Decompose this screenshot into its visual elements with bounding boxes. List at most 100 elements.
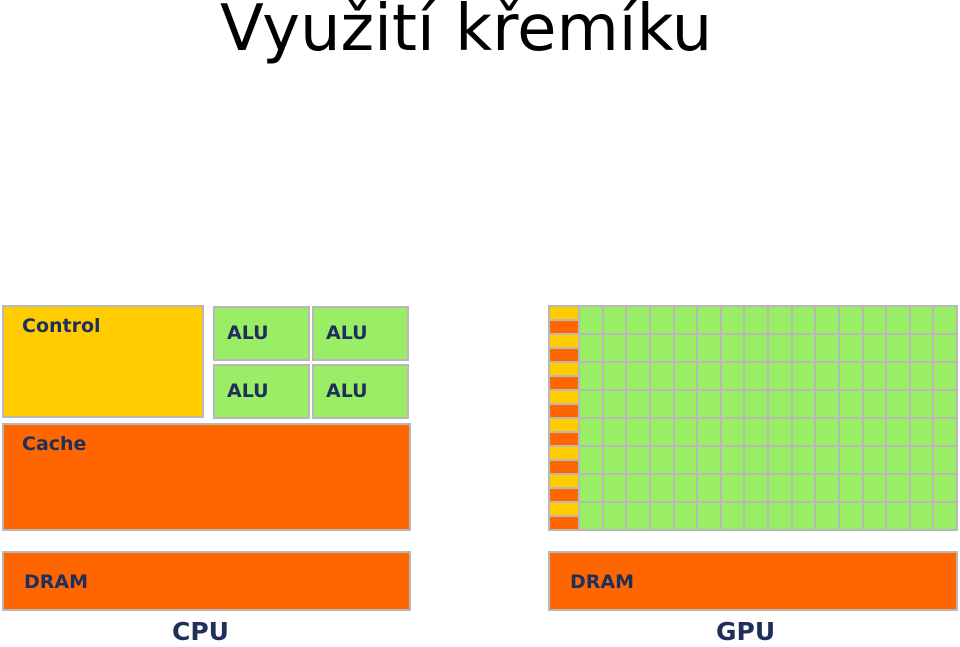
gpu-alu-cell	[863, 419, 886, 445]
gpu-alu-cell	[650, 475, 673, 501]
gpu-alu-cell	[887, 307, 909, 333]
gpu-alu-cell	[721, 447, 744, 473]
gpu-alu-cell	[603, 307, 626, 333]
gpu-alu-cell	[816, 391, 838, 417]
gpu-alu-cell	[910, 419, 933, 445]
gpu-alu-cell	[698, 503, 720, 529]
gpu-alu-cell	[721, 363, 744, 389]
gpu-alu-cell	[745, 475, 767, 501]
gpu-alu-cell	[769, 475, 791, 501]
cpu-alu-block: ALU	[312, 364, 409, 419]
gpu-alu-cell	[580, 447, 602, 473]
gpu-alu-cell	[769, 503, 791, 529]
gpu-cache-cell	[550, 405, 578, 417]
gpu-alu-cell	[816, 419, 838, 445]
gpu-alu-cell	[839, 335, 862, 361]
gpu-alu-cell	[674, 447, 697, 473]
gpu-alu-cell	[887, 419, 909, 445]
gpu-alu-cell	[934, 335, 956, 361]
gpu-alu-cell	[745, 391, 767, 417]
gpu-dram-block: DRAM	[548, 551, 958, 611]
gpu-alu-cell	[934, 307, 956, 333]
gpu-alu-cell	[910, 363, 933, 389]
cpu-cache-label: Cache	[22, 433, 87, 455]
gpu-alu-cell	[721, 335, 744, 361]
gpu-alu-cell	[745, 447, 767, 473]
gpu-alu-cell	[769, 391, 791, 417]
gpu-alu-cell	[792, 307, 815, 333]
gpu-alu-cell	[887, 503, 909, 529]
gpu-alu-cell	[839, 391, 862, 417]
gpu-alu-cell	[839, 447, 862, 473]
gpu-alu-cell	[580, 391, 602, 417]
gpu-alu-cell	[769, 335, 791, 361]
gpu-alu-cell	[698, 447, 720, 473]
gpu-alu-cell	[627, 363, 649, 389]
gpu-alu-cell	[863, 475, 886, 501]
gpu-alu-cell	[934, 503, 956, 529]
gpu-alu-cell	[792, 419, 815, 445]
gpu-alu-cell	[816, 503, 838, 529]
cpu-alu-block: ALU	[312, 306, 409, 361]
gpu-alu-cell	[580, 307, 602, 333]
gpu-alu-cell	[580, 419, 602, 445]
gpu-control-cell	[550, 447, 578, 459]
gpu-control-cell	[550, 335, 578, 347]
gpu-alu-cell	[816, 475, 838, 501]
gpu-alu-cell	[839, 475, 862, 501]
gpu-alu-cell	[769, 363, 791, 389]
cpu-alu-label: ALU	[326, 322, 368, 344]
gpu-alu-cell	[910, 447, 933, 473]
gpu-alu-cell	[816, 363, 838, 389]
gpu-alu-cell	[698, 419, 720, 445]
gpu-alu-cell	[792, 363, 815, 389]
gpu-alu-cell	[910, 335, 933, 361]
gpu-alu-cell	[650, 419, 673, 445]
gpu-alu-cell	[721, 419, 744, 445]
cpu-dram-block: DRAM	[2, 551, 411, 611]
gpu-alu-cell	[698, 475, 720, 501]
gpu-control-cell	[550, 391, 578, 403]
gpu-alu-cell	[887, 447, 909, 473]
gpu-control-cell	[550, 475, 578, 487]
gpu-alu-cell	[745, 335, 767, 361]
gpu-alu-cell	[934, 419, 956, 445]
gpu-alu-cell	[603, 447, 626, 473]
gpu-alu-cell	[650, 391, 673, 417]
gpu-alu-cell	[910, 391, 933, 417]
gpu-cache-cell	[550, 489, 578, 501]
gpu-alu-cell	[863, 503, 886, 529]
gpu-alu-cell	[650, 503, 673, 529]
gpu-alu-cell	[580, 363, 602, 389]
gpu-alu-cell	[934, 391, 956, 417]
gpu-alu-cell	[627, 391, 649, 417]
gpu-alu-cell	[745, 419, 767, 445]
gpu-alu-cell	[674, 363, 697, 389]
gpu-caption: GPU	[716, 617, 776, 646]
gpu-alu-cell	[698, 363, 720, 389]
gpu-alu-cell	[627, 475, 649, 501]
cpu-alu-label: ALU	[227, 322, 269, 344]
gpu-alu-cell	[627, 307, 649, 333]
gpu-alu-cell	[721, 503, 744, 529]
cpu-alu-block: ALU	[213, 306, 310, 361]
gpu-alu-cell	[792, 335, 815, 361]
gpu-alu-cell	[816, 307, 838, 333]
gpu-alu-cell	[887, 475, 909, 501]
gpu-alu-cell	[603, 419, 626, 445]
gpu-alu-cell	[650, 307, 673, 333]
gpu-alu-cell	[650, 363, 673, 389]
gpu-cache-cell	[550, 433, 578, 445]
gpu-alu-cell	[863, 391, 886, 417]
gpu-cache-cell	[550, 517, 578, 529]
gpu-cache-cell	[550, 321, 578, 333]
gpu-control-cell	[550, 503, 578, 515]
gpu-alu-cell	[745, 363, 767, 389]
gpu-control-cell	[550, 363, 578, 375]
gpu-alu-cell	[580, 503, 602, 529]
gpu-alu-cell	[839, 363, 862, 389]
gpu-alu-cell	[603, 363, 626, 389]
gpu-alu-cell	[603, 475, 626, 501]
gpu-alu-cell	[674, 391, 697, 417]
gpu-core-grid	[548, 305, 958, 531]
